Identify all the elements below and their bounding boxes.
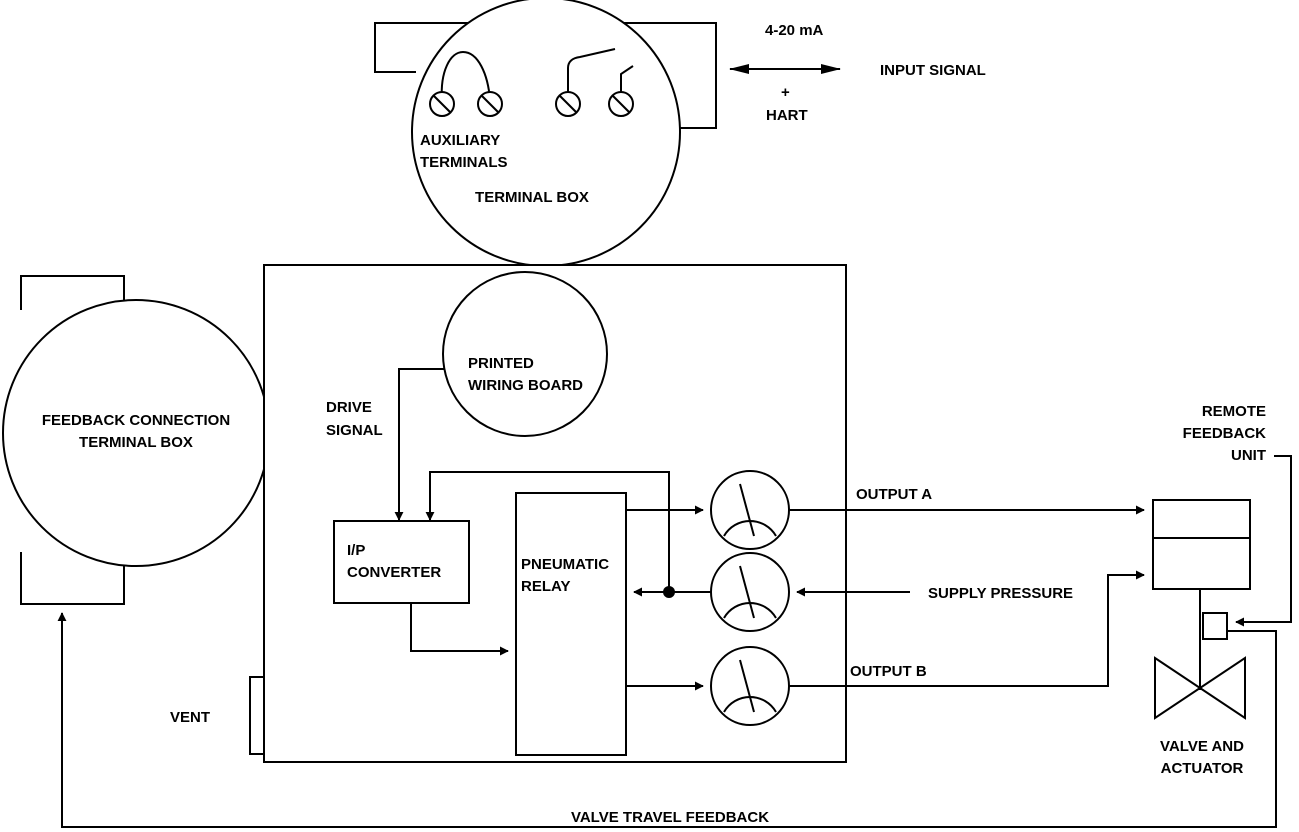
input-signal-label: INPUT SIGNAL — [880, 62, 986, 79]
ip-converter: I/P CONVERTER — [333, 520, 470, 604]
aux-terminals-label-2: TERMINALS — [420, 154, 508, 171]
supply-junction-dot — [663, 586, 675, 598]
supply-gauge — [710, 552, 790, 632]
pwb-label-2: WIRING BOARD — [468, 377, 583, 394]
valve-travel-feedback-label: VALVE TRAVEL FEEDBACK — [571, 809, 769, 826]
output-a-label: OUTPUT A — [856, 486, 932, 503]
feedback-box-housing — [2, 299, 270, 567]
printed-wiring-board: PRINTED WIRING BOARD — [442, 271, 608, 437]
terminal-screw — [477, 91, 503, 117]
feedback-sensor — [1202, 612, 1228, 640]
supply-to-ip-line — [425, 471, 670, 592]
terminal-screw — [429, 91, 455, 117]
output-b-label: OUTPUT B — [850, 663, 927, 680]
terminal-box: AUXILIARY TERMINALS TERMINAL BOX — [374, 0, 717, 267]
drive-signal-label-1: DRIVE — [326, 399, 372, 416]
output-a: OUTPUT A — [789, 486, 1145, 515]
pneumatic-relay: PNEUMATIC RELAY — [515, 492, 627, 756]
terminal-screw — [555, 91, 581, 117]
feedback-box-label-2: TERMINAL BOX — [79, 434, 193, 451]
remote-label-1: REMOTE — [1202, 403, 1266, 420]
ip-converter-label-1: I/P — [347, 542, 365, 559]
remote-label-3: UNIT — [1231, 447, 1266, 464]
supply-pressure-label: SUPPLY PRESSURE — [928, 585, 1073, 602]
signal-range-label: 4-20 mA — [765, 22, 824, 39]
relay-label-2: RELAY — [521, 578, 570, 595]
feedback-connection-terminal-box: FEEDBACK CONNECTION TERMINAL BOX — [2, 275, 270, 605]
remote-label-2: FEEDBACK — [1183, 425, 1267, 442]
feedback-box-label-1: FEEDBACK CONNECTION — [42, 412, 230, 429]
hart-label: HART — [766, 107, 808, 124]
plus-label: + — [781, 84, 790, 101]
terminal-box-label: TERMINAL BOX — [475, 189, 589, 206]
terminal-screw — [608, 91, 634, 117]
signal-wire-1 — [567, 48, 616, 96]
ip-to-relay-line — [410, 603, 509, 656]
valve-label-1: VALVE AND — [1160, 738, 1244, 755]
output-b: OUTPUT B — [789, 570, 1145, 687]
drive-signal-label-2: SIGNAL — [326, 422, 383, 439]
valve-body — [1154, 656, 1246, 720]
valve-label-2: ACTUATOR — [1161, 760, 1244, 777]
pwb-label-1: PRINTED — [468, 355, 534, 372]
actuator — [1152, 499, 1251, 590]
output-b-gauge — [710, 646, 790, 726]
valve-travel-feedback: VALVE TRAVEL FEEDBACK — [57, 612, 1277, 828]
remote-feedback-unit: REMOTE FEEDBACK UNIT — [1183, 403, 1292, 640]
aux-terminal-wire — [440, 50, 491, 101]
supply-pressure: SUPPLY PRESSURE — [796, 585, 1073, 602]
drive-signal: DRIVE SIGNAL — [326, 368, 444, 521]
aux-terminals-label-1: AUXILIARY — [420, 132, 500, 149]
vent: VENT — [170, 676, 265, 755]
ip-converter-label-2: CONVERTER — [347, 564, 441, 581]
relay-label-1: PNEUMATIC — [521, 556, 609, 573]
valve-actuator: VALVE AND ACTUATOR — [1152, 499, 1251, 777]
signal-wire-2 — [620, 65, 634, 96]
vent-label: VENT — [170, 709, 210, 726]
output-a-gauge — [710, 470, 790, 550]
input-signal: 4-20 mA INPUT SIGNAL + HART — [729, 22, 986, 124]
